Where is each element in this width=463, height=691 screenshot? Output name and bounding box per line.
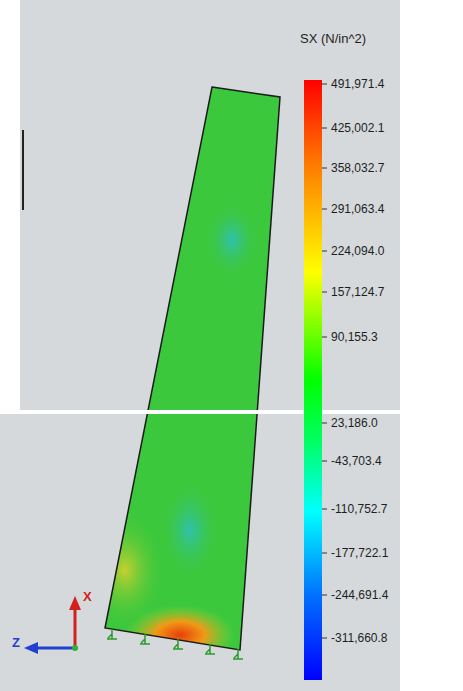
seam (0, 0, 20, 410)
scale-value: -311,660.8 (331, 631, 388, 645)
scale-value: 425,002.1 (331, 121, 384, 135)
seam (0, 410, 463, 414)
scale-value: 90,155.3 (331, 330, 378, 344)
color-bar (304, 80, 322, 680)
scale-value: 224,094.0 (331, 244, 384, 258)
axis-label: X (83, 590, 92, 604)
scale-value: 491,971.4 (331, 77, 384, 91)
axis-label: Z (12, 636, 20, 650)
part-outline (105, 87, 280, 650)
color-bar-ticks (322, 84, 327, 638)
scale-value: 291,063.4 (331, 202, 384, 216)
scale-value: -43,703.4 (331, 454, 382, 468)
axis-triad (24, 596, 81, 654)
scale-value: 23,186.0 (331, 416, 378, 430)
scale-value: -177,722.1 (331, 546, 388, 560)
fixture-symbols (107, 629, 243, 659)
scale-value: -110,752.7 (331, 502, 388, 516)
legend-title: SX (N/in^2) (300, 32, 366, 46)
scale-value: -244,691.4 (331, 588, 388, 602)
edge-mark (22, 130, 24, 210)
scale-value: 358,032.7 (331, 161, 384, 175)
part-body (85, 87, 280, 665)
scale-value: 157,124.7 (331, 285, 384, 299)
